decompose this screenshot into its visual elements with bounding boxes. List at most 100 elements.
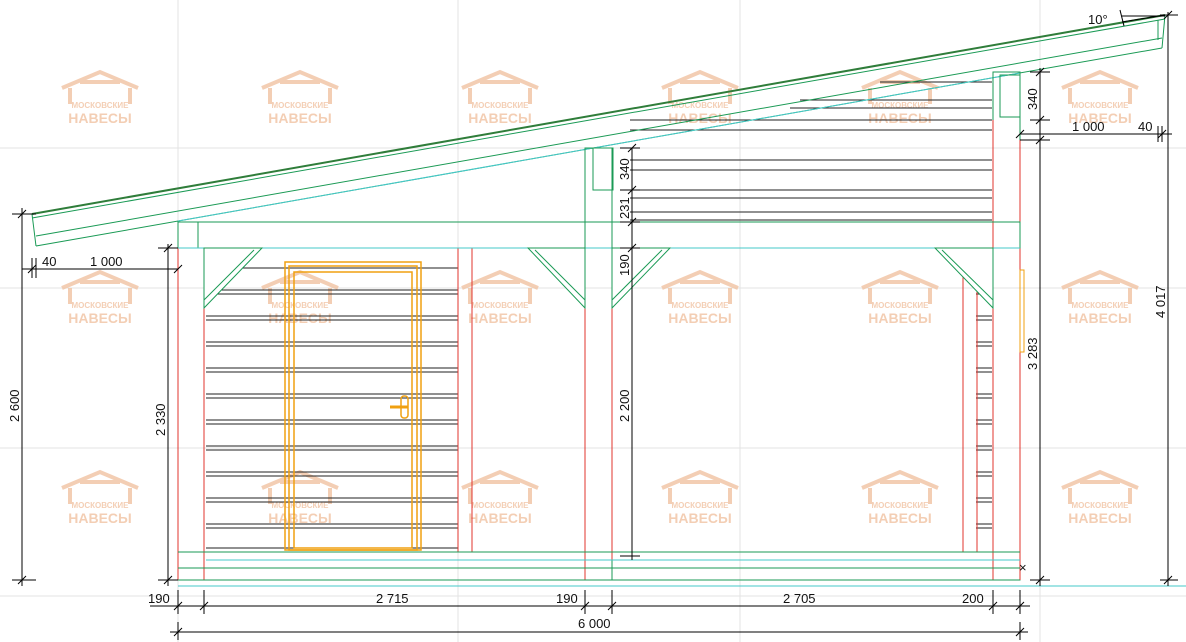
watermark-line2: НАВЕСЫ <box>468 310 532 326</box>
brace-mid-left <box>526 247 586 310</box>
lower-wall-siding-left <box>206 267 458 549</box>
watermark-logo: МОСКОВСКИЕ НАВЕСЫ <box>1061 469 1139 526</box>
dim-total-6000: 6 000 <box>578 616 611 631</box>
watermark-line1: МОСКОВСКИЕ <box>272 101 330 110</box>
watermark-line1: МОСКОВСКИЕ <box>472 301 530 310</box>
watermark-line1: МОСКОВСКИЕ <box>472 101 530 110</box>
post-middle <box>584 147 613 581</box>
watermark-logo: МОСКОВСКИЕ НАВЕСЫ <box>861 69 939 126</box>
dimension-labels: 10° 40 1 000 1 000 40 340 3 283 4 017 34… <box>7 12 1168 631</box>
watermark-logo: МОСКОВСКИЕ НАВЕСЫ <box>661 269 739 326</box>
dim-mid-231: 231 <box>617 197 632 219</box>
watermark-line2: НАВЕСЫ <box>68 310 132 326</box>
post-cap-middle <box>592 147 614 191</box>
watermark-line1: МОСКОВСКИЕ <box>672 101 730 110</box>
watermark-logo: МОСКОВСКИЕ НАВЕСЫ <box>261 469 339 526</box>
watermark-logo: МОСКОВСКИЕ НАВЕСЫ <box>61 269 139 326</box>
watermarks: МОСКОВСКИЕ НАВЕСЫ МОСКОВСКИЕ НАВЕСЫ МОСК… <box>61 69 1139 526</box>
roof-rafter-top <box>35 37 1163 237</box>
watermark-line1: МОСКОВСКИЕ <box>672 301 730 310</box>
wall-end-right <box>962 271 978 553</box>
watermark-line1: МОСКОВСКИЕ <box>472 501 530 510</box>
brace-right <box>933 247 994 310</box>
watermark-line1: МОСКОВСКИЕ <box>1072 101 1130 110</box>
watermark-line1: МОСКОВСКИЕ <box>1072 301 1130 310</box>
floor <box>178 551 1186 587</box>
watermark-line2: НАВЕСЫ <box>1068 510 1132 526</box>
watermark-logo: МОСКОВСКИЕ НАВЕСЫ <box>1061 69 1139 126</box>
watermark-line1: МОСКОВСКИЕ <box>872 501 930 510</box>
door-frame-mid <box>288 265 418 551</box>
dim-eave-left-offset: 40 <box>42 254 56 269</box>
watermark-logo: МОСКОВСКИЕ НАВЕСЫ <box>61 469 139 526</box>
watermark-logo: МОСКОВСКИЕ НАВЕСЫ <box>661 69 739 126</box>
upper-wall-siding <box>630 81 992 221</box>
watermark-line2: НАВЕСЫ <box>668 510 732 526</box>
roof-left-end <box>31 213 37 247</box>
watermark-line1: МОСКОВСКИЕ <box>272 301 330 310</box>
watermark-line1: МОСКОВСКИЕ <box>72 501 130 510</box>
watermark-line2: НАВЕСЫ <box>68 110 132 126</box>
post-cap-right <box>999 74 1021 118</box>
watermark-line2: НАВЕСЫ <box>1068 110 1132 126</box>
dim-right-3283: 3 283 <box>1025 337 1040 370</box>
watermark-line2: НАВЕСЫ <box>1068 310 1132 326</box>
gutter-marker: × <box>1019 269 1027 575</box>
dim-bottom-190-left: 190 <box>148 591 170 606</box>
dim-mid-2200: 2 200 <box>617 389 632 422</box>
roof <box>31 14 1166 247</box>
watermark-line2: НАВЕСЫ <box>868 510 932 526</box>
roof-right-end <box>1161 14 1166 49</box>
watermark-line2: НАВЕСЫ <box>68 510 132 526</box>
watermark-line1: МОСКОВСКИЕ <box>872 301 930 310</box>
watermark-line2: НАВЕСЫ <box>668 310 732 326</box>
watermark-line2: НАВЕСЫ <box>468 110 532 126</box>
beam <box>177 221 1021 249</box>
watermark-line1: МОСКОВСКИЕ <box>1072 501 1130 510</box>
brace-mid-right <box>611 247 672 310</box>
watermark-logo: МОСКОВСКИЕ НАВЕСЫ <box>61 69 139 126</box>
roof-sheet-line <box>31 18 1166 219</box>
watermark-line1: МОСКОВСКИЕ <box>72 301 130 310</box>
dim-eave-right-overhang: 1 000 <box>1072 119 1105 134</box>
watermark-line2: НАВЕСЫ <box>868 110 932 126</box>
dim-left-2600: 2 600 <box>7 389 22 422</box>
watermark-logo: МОСКОВСКИЕ НАВЕСЫ <box>861 469 939 526</box>
lower-wall-siding-right <box>976 267 992 529</box>
watermark-logo: МОСКОВСКИЕ НАВЕСЫ <box>861 269 939 326</box>
dim-eave-left-overhang: 1 000 <box>90 254 123 269</box>
dim-eave-right-offset: 40 <box>1138 119 1152 134</box>
brace-left <box>203 247 264 310</box>
watermark-logo: МОСКОВСКИЕ НАВЕСЫ <box>261 69 339 126</box>
dim-bottom-2705: 2 705 <box>783 591 816 606</box>
watermark-line2: НАВЕСЫ <box>868 310 932 326</box>
watermark-line2: НАВЕСЫ <box>268 310 332 326</box>
watermark-line2: НАВЕСЫ <box>468 510 532 526</box>
watermark-line1: МОСКОВСКИЕ <box>872 101 930 110</box>
watermark-line2: НАВЕСЫ <box>268 510 332 526</box>
watermark-logo: МОСКОВСКИЕ НАВЕСЫ <box>461 69 539 126</box>
dim-mid-340: 340 <box>617 158 632 180</box>
watermark-line2: НАВЕСЫ <box>268 110 332 126</box>
watermark-line1: МОСКОВСКИЕ <box>72 101 130 110</box>
angle-label: 10° <box>1088 12 1108 27</box>
door <box>284 261 422 551</box>
watermark-line1: МОСКОВСКИЕ <box>672 501 730 510</box>
dim-bottom-2715: 2 715 <box>376 591 409 606</box>
watermark-logo: МОСКОВСКИЕ НАВЕСЫ <box>461 269 539 326</box>
knee-braces <box>203 247 994 310</box>
svg-text:×: × <box>1019 560 1027 575</box>
dim-right-340: 340 <box>1025 88 1040 110</box>
watermark-line1: МОСКОВСКИЕ <box>272 501 330 510</box>
post-left <box>177 247 205 581</box>
roof-top-edge <box>31 14 1166 215</box>
dim-mid-190: 190 <box>617 254 632 276</box>
dim-left-2330: 2 330 <box>153 403 168 436</box>
dim-right-4017: 4 017 <box>1153 285 1168 318</box>
door-leaf <box>293 271 413 549</box>
dim-bottom-200: 200 <box>962 591 984 606</box>
watermark-logo: МОСКОВСКИЕ НАВЕСЫ <box>461 469 539 526</box>
roof-guide-line <box>177 72 1021 222</box>
watermark-logo: МОСКОВСКИЕ НАВЕСЫ <box>661 469 739 526</box>
